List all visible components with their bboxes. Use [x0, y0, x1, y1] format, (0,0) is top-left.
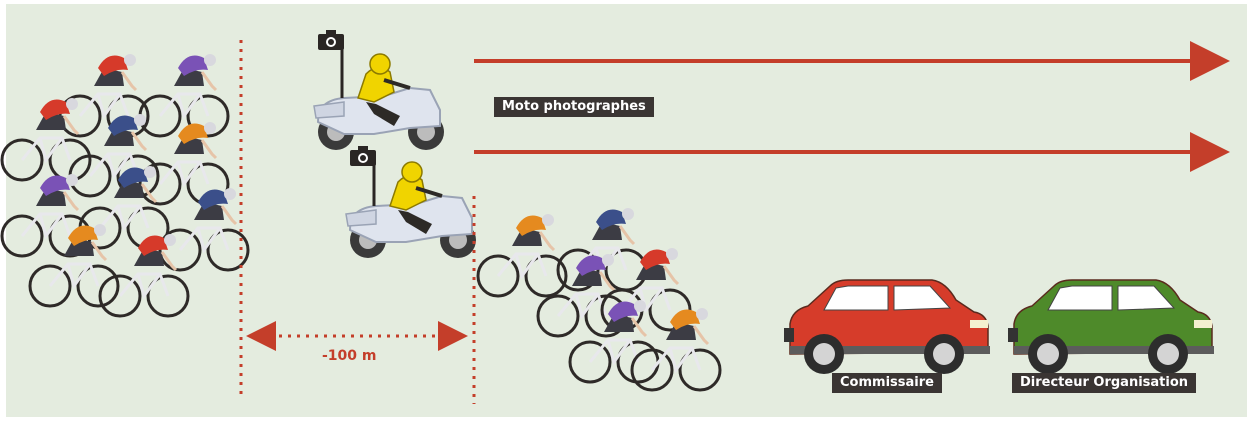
peloton-front [478, 208, 720, 390]
cyclist-icon [140, 54, 228, 136]
camera-icon [350, 146, 376, 166]
cyclist-icon [478, 214, 566, 296]
distance-label: -100 m [322, 348, 377, 364]
car-directeur [1008, 280, 1214, 374]
cyclist-icon [632, 308, 720, 390]
car-commissaire [784, 280, 990, 374]
cyclist-icon [2, 98, 90, 180]
moto-photographer-1 [314, 30, 444, 150]
motorcycle-icon [314, 48, 444, 150]
commissaire-label: Commissaire [832, 373, 942, 393]
moto-photographer-2 [346, 146, 476, 258]
directeur-label: Directeur Organisation [1012, 373, 1196, 393]
moto-label: Moto photographes [494, 97, 654, 117]
camera-icon [318, 30, 344, 50]
motorcycle-icon [346, 156, 476, 258]
peloton-rear [2, 54, 248, 316]
cyclist-icon [558, 208, 646, 290]
